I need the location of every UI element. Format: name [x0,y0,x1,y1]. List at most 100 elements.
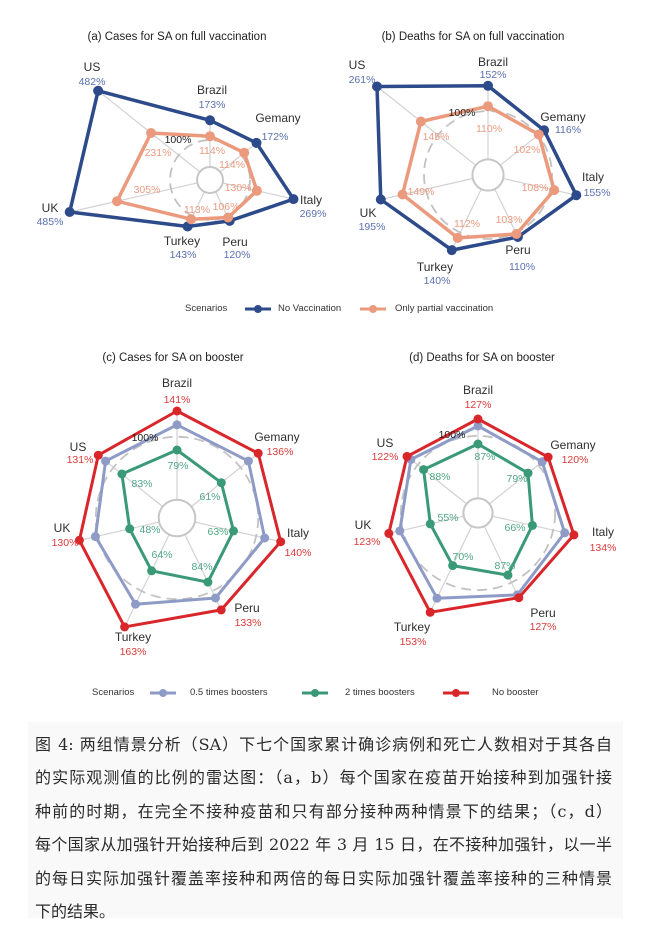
axis-label-gemany: Gemany [254,430,299,444]
reference-label: 100% [132,432,159,444]
data-point-turkey [120,622,130,632]
value-label-us: 145% [423,131,450,143]
caption-line: 每个国家从加强针开始接种后到 2022 年 3 月 15 日，在不接种加强针，以… [35,835,612,855]
data-point-gemany [243,456,253,466]
data-point-uk [397,189,408,200]
axis-label-turkey: Turkey [115,630,151,644]
axis-spoke-uk [380,177,473,201]
value-label-uk: 485% [37,216,64,228]
value-label-uk: 195% [359,221,386,233]
value-label-turkey: 113% [184,204,210,216]
axis-label-uk: UK [355,518,372,532]
value-label-brazil: 127% [465,399,492,411]
data-point-brazil [172,420,182,430]
axis-label-italy: Italy [300,193,322,207]
value-label-gemany: 61% [199,491,220,503]
value-label-uk: 130% [52,537,79,549]
series-polygon-0-5-times-boosters [398,424,567,600]
data-point-turkey [446,245,457,256]
axis-label-us: US [377,436,394,450]
data-point-italy [560,528,570,538]
data-point-turkey [425,607,435,617]
value-label-uk: 149% [408,186,435,198]
data-point-italy [549,185,560,196]
data-point-gemany [251,137,262,148]
data-point-uk [125,524,135,534]
value-label-turkey: 140% [424,275,451,287]
series-polygon-no-vaccination [375,84,579,252]
axis-spoke-gemany [219,142,257,173]
data-point-brazil [483,101,493,112]
radar-chart-b: 100%BrazilGemanyItalyPeruTurkeyUKUS152%1… [349,55,611,287]
value-label-italy: 134% [590,542,617,554]
value-label-turkey: 70% [452,551,473,563]
caption-line: 种前的时期，在完全不接种疫苗和只有部分接种两种情景下的结果；（c，d） [35,801,612,821]
data-point-italy [276,537,286,547]
axis-spoke-us [406,455,467,505]
data-point-peru [514,593,524,603]
legend-swatch-partial-vaccination-icon [360,302,386,316]
value-label-brazil: 141% [164,394,191,406]
data-point-gemany [543,452,553,462]
data-point-italy [288,194,299,205]
value-label-peru: 110% [509,261,535,273]
value-label-italy: 155% [584,187,611,199]
axis-label-us: US [349,58,366,72]
value-label-brazil: 110% [476,123,502,135]
data-point-turkey [452,232,463,243]
data-point-brazil [205,115,215,126]
data-point-uk [384,528,394,538]
value-label-us: 131% [67,454,94,466]
axis-label-italy: Italy [592,525,614,539]
axis-label-brazil: Brazil [463,383,493,397]
value-label-italy: 66% [504,522,525,534]
chart-title-b: (b) Deaths for SA on full vaccination [381,31,565,43]
value-label-italy: 130% [225,182,252,194]
data-point-peru [503,570,513,580]
axis-spoke-peru [494,188,519,238]
value-label-peru: 106% [213,201,240,213]
data-point-us [117,469,127,479]
data-point-peru [216,605,226,615]
axis-spoke-turkey [124,534,170,628]
radar-chart-a: 100%BrazilGemanyItalyPeruTurkeyUKUS173%1… [37,60,327,261]
value-label-turkey: 163% [120,646,147,658]
data-point-brazil [473,439,483,449]
axis-label-peru: Peru [505,243,530,257]
legend-title: Scenarios [92,687,135,698]
value-label-brazil: 87% [474,451,495,463]
data-point-italy [260,533,270,543]
reference-ring-100 [94,435,260,601]
data-point-us [146,128,157,138]
value-label-brazil: 152% [480,69,507,81]
value-label-us: 231% [145,147,172,159]
value-label-peru: 103% [496,214,523,226]
axis-label-peru: Peru [234,601,259,615]
value-label-peru: 84% [191,561,212,573]
axis-spoke-us [376,86,477,166]
chart-title-d: (d) Deaths for SA on booster [409,352,555,364]
value-label-us: 88% [429,471,450,483]
figure-caption: 图 4: 两组情景分析（SA）下七个国家累计确诊病例和死亡人数相对于其各自 的实… [28,722,623,921]
series-polygon-only-partial-vaccination [400,104,556,240]
legend-label-half-boosters: 0.5 times boosters [190,687,268,698]
data-point-us [101,456,111,466]
data-point-uk [74,535,84,545]
axis-spoke-uk [69,182,198,213]
value-label-gemany: 79% [506,473,527,485]
legend-swatch-double-boosters-icon [302,686,328,700]
reference-ring-100 [423,110,553,240]
axis-label-italy: Italy [287,526,309,540]
value-label-us: 482% [79,76,106,88]
value-label-peru: 133% [235,617,262,629]
inner-ring [157,498,197,538]
data-point-us [402,451,412,461]
data-point-turkey [131,599,140,609]
legend-booster: Scenarios 0.5 times boosters 2 times boo… [0,686,647,700]
data-point-peru [511,229,522,239]
series-polygon-2-times-boosters [120,448,235,584]
axis-label-us: US [84,60,101,74]
data-point-italy [251,185,262,196]
reference-ring-100 [169,139,251,221]
data-point-italy [527,520,537,530]
